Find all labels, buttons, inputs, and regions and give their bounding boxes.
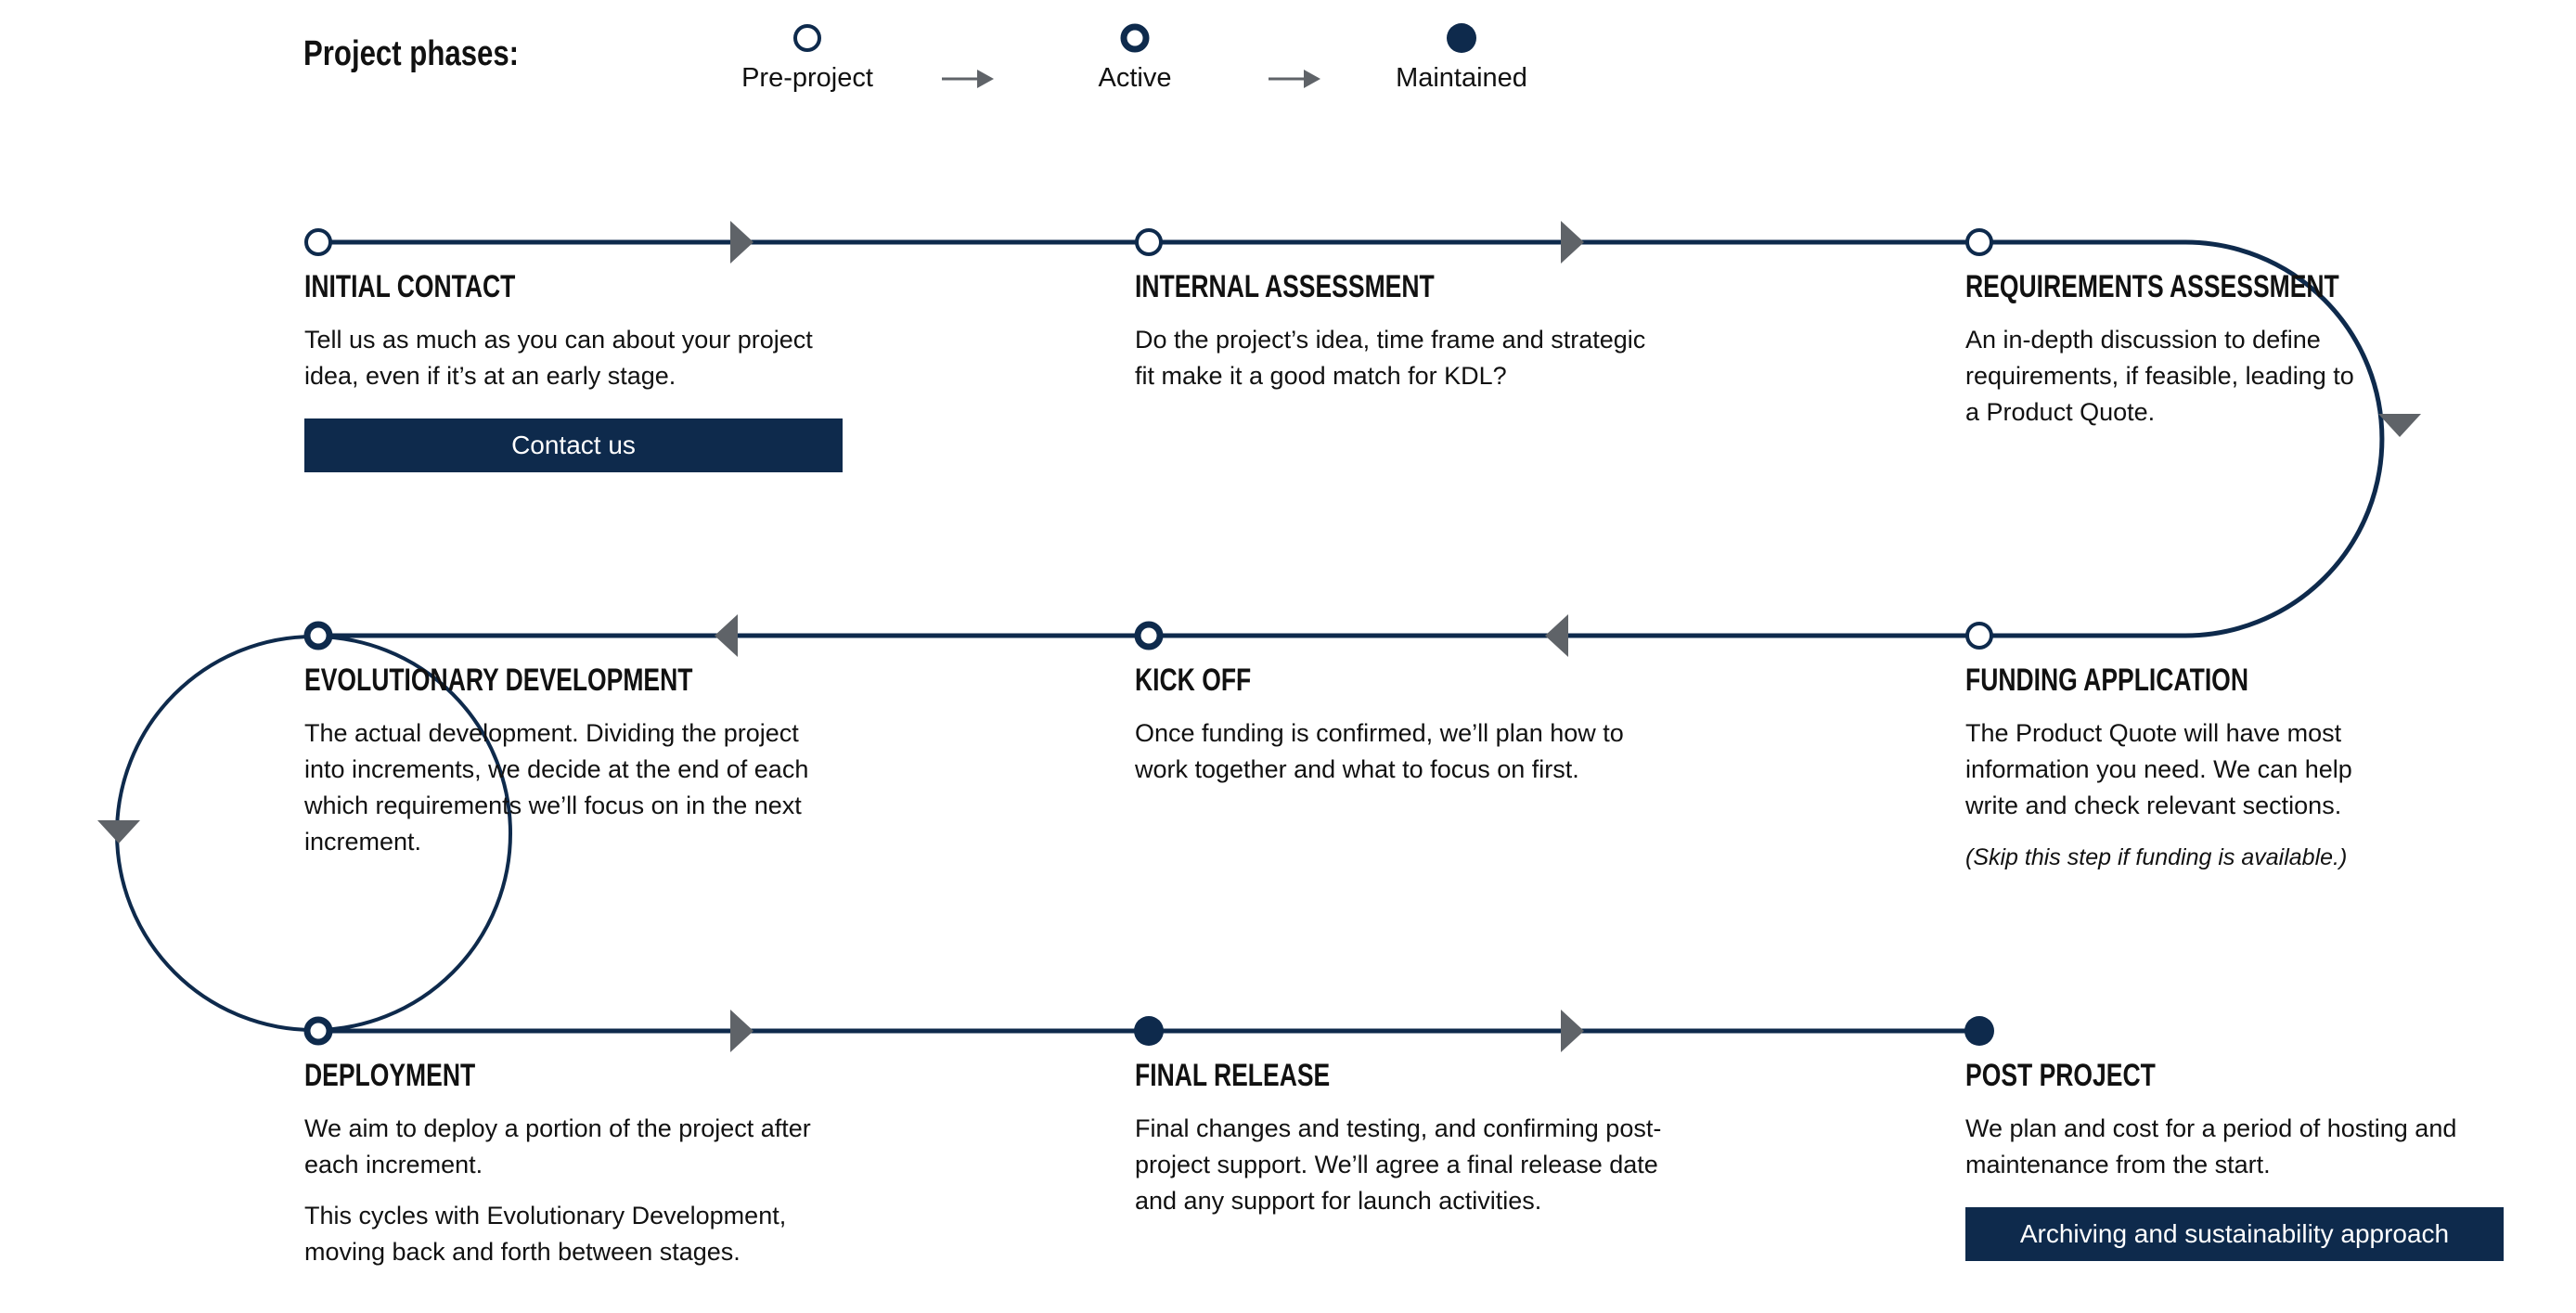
step-title: EVOLUTIONARY DEVELOPMENT	[304, 663, 693, 698]
step-final-release: FINAL RELEASE Final changes and testing,…	[1135, 1058, 1692, 1219]
node-internal-assessment	[1135, 228, 1163, 256]
step-description: We aim to deploy a portion of the projec…	[304, 1114, 811, 1178]
step-title: FINAL RELEASE	[1135, 1058, 1331, 1093]
node-final-release	[1134, 1016, 1164, 1046]
arrow-down-icon	[97, 820, 140, 843]
archiving-sustainability-button[interactable]: Archiving and sustainability approach	[1965, 1207, 2504, 1261]
step-funding-application: FUNDING APPLICATION The Product Quote wi…	[1965, 663, 2402, 871]
filled-circle-icon	[1447, 23, 1476, 53]
arrow-right-icon	[1269, 70, 1320, 88]
node-kick-off	[1134, 621, 1164, 650]
step-internal-assessment: INTERNAL ASSESSMENT Do the project’s ide…	[1135, 269, 1655, 394]
step-description: An in-depth discussion to define require…	[1965, 326, 2354, 426]
step-title: INITIAL CONTACT	[304, 269, 516, 304]
flow-line-row1-uturn	[318, 239, 2385, 638]
node-funding-application	[1965, 622, 1993, 650]
legend-item-maintained: Maintained	[1350, 22, 1573, 94]
contact-us-button[interactable]: Contact us	[304, 418, 843, 472]
legend-label: Maintained	[1396, 63, 1527, 93]
step-description: Final changes and testing, and confirmin…	[1135, 1114, 1662, 1215]
step-deployment: DEPLOYMENT We aim to deploy a portion of…	[304, 1058, 833, 1270]
step-title: INTERNAL ASSESSMENT	[1135, 269, 1435, 304]
step-description: Tell us as much as you can about your pr…	[304, 326, 813, 390]
step-kick-off: KICK OFF Once funding is confirmed, we’l…	[1135, 663, 1655, 788]
step-title: DEPLOYMENT	[304, 1058, 476, 1093]
arrow-right-icon	[730, 221, 753, 264]
step-requirements-assessment: REQUIREMENTS ASSESSMENT An in-depth disc…	[1965, 269, 2374, 431]
step-description: The Product Quote will have most informa…	[1965, 719, 2352, 819]
step-title: KICK OFF	[1135, 663, 1252, 698]
node-initial-contact	[304, 228, 332, 256]
open-circle-thin-icon	[793, 24, 821, 52]
step-description: We plan and cost for a period of hosting…	[1965, 1114, 2457, 1178]
step-title: REQUIREMENTS ASSESSMENT	[1965, 269, 2339, 304]
step-title: FUNDING APPLICATION	[1965, 663, 2248, 698]
legend-item-pre-project: Pre-project	[696, 22, 919, 94]
arrow-left-icon	[715, 614, 738, 657]
step-description: Once funding is confirmed, we’ll plan ho…	[1135, 719, 1624, 783]
node-requirements-assessment	[1965, 228, 1993, 256]
arrow-right-icon	[942, 70, 994, 88]
legend-item-active: Active	[1024, 22, 1246, 94]
arrow-right-icon	[1561, 1010, 1584, 1052]
node-evolutionary-development	[303, 621, 333, 650]
step-title: POST PROJECT	[1965, 1058, 2156, 1093]
step-description: Do the project’s idea, time frame and st…	[1135, 326, 1646, 390]
step-description: The actual development. Dividing the pro…	[304, 719, 809, 856]
arrow-right-icon	[730, 1010, 753, 1052]
node-deployment	[303, 1016, 333, 1046]
arrow-right-icon	[1561, 221, 1584, 264]
step-note: (Skip this step if funding is available.…	[1965, 844, 2348, 870]
step-evolutionary-development: EVOLUTIONARY DEVELOPMENT The actual deve…	[304, 663, 824, 860]
step-post-project: POST PROJECT We plan and cost for a peri…	[1965, 1058, 2504, 1261]
arrow-down-icon	[2378, 414, 2421, 437]
step-description-secondary: This cycles with Evolutionary Developmen…	[304, 1202, 787, 1266]
legend-label: Pre-project	[741, 63, 873, 93]
arrow-left-icon	[1545, 614, 1568, 657]
legend-title: Project phases:	[303, 34, 520, 73]
node-post-project	[1964, 1016, 1994, 1046]
legend-label: Active	[1098, 63, 1172, 93]
open-circle-thick-icon	[1120, 23, 1150, 53]
step-initial-contact: INITIAL CONTACT Tell us as much as you c…	[304, 269, 843, 472]
